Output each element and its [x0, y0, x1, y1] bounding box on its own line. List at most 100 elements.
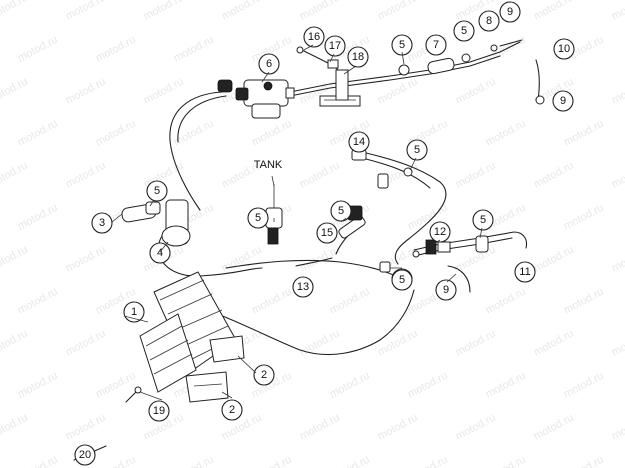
- watermark-text: motod.ru: [64, 76, 108, 107]
- watermark-text: motod.ru: [0, 244, 30, 275]
- callout-number: 2: [261, 369, 267, 381]
- callout-circle: [91, 212, 113, 234]
- callout-number: 5: [399, 274, 405, 286]
- callout-circle: [330, 200, 352, 222]
- callout-circle: [553, 38, 575, 60]
- watermark-text: motod.ru: [610, 160, 625, 191]
- watermark-text: motod.ru: [406, 454, 450, 468]
- callout-9a: 9: [499, 1, 521, 23]
- watermark-text: motod.ru: [16, 202, 60, 233]
- watermark-text: motod.ru: [16, 34, 60, 65]
- watermark-text: motod.ru: [532, 0, 576, 23]
- callout-circle: [425, 34, 447, 56]
- tank-fitting: [265, 184, 283, 245]
- watermark-text: motod.ru: [610, 76, 625, 107]
- callout-number: 4: [157, 247, 163, 259]
- callout-circle: [324, 35, 346, 57]
- callout-13: 13: [292, 276, 314, 298]
- callout-layer: 1223455555555567899910111213141516171819…: [74, 1, 575, 466]
- callout-number: 5: [480, 214, 486, 226]
- callout-number: 3: [99, 217, 105, 229]
- callout-number: 15: [321, 227, 333, 239]
- callout-4: 4: [149, 242, 171, 264]
- callout-5d: 5: [406, 139, 428, 161]
- callout-10: 10: [553, 38, 575, 60]
- callout-16: 16: [303, 26, 325, 48]
- callout-number: 13: [297, 281, 309, 293]
- callout-circle: [303, 26, 325, 48]
- tank-label: TANK: [254, 159, 283, 171]
- callout-number: 18: [352, 51, 364, 63]
- fuel-pump: [217, 79, 295, 119]
- callout-number: 19: [153, 405, 165, 417]
- callout-number: 9: [560, 95, 566, 107]
- watermark-text: motod.ru: [94, 34, 138, 65]
- watermark-text: motod.ru: [376, 328, 420, 359]
- watermark-text: motod.ru: [484, 454, 528, 468]
- callout-3: 3: [91, 212, 113, 234]
- watermark-text: motod.ru: [298, 412, 342, 443]
- callout-number: 5: [255, 212, 261, 224]
- callout-number: 5: [414, 144, 420, 156]
- callout-circle: [292, 276, 314, 298]
- watermark-text: motod.ru: [64, 0, 108, 23]
- watermark-text: motod.ru: [0, 160, 30, 191]
- watermark-text: motod.ru: [220, 244, 264, 275]
- callout-circle: [347, 46, 369, 68]
- callout-circle: [406, 139, 428, 161]
- callout-5c: 5: [330, 200, 352, 222]
- callout-2b: 2: [221, 399, 243, 421]
- callout-9c: 9: [552, 90, 574, 112]
- bracket-2: [185, 335, 245, 403]
- watermark-text: motod.ru: [94, 454, 138, 468]
- callout-number: 7: [433, 39, 439, 51]
- callout-number: 20: [79, 449, 91, 461]
- pin-16-17: [296, 46, 339, 69]
- callout-5g: 5: [453, 20, 475, 42]
- callout-circle: [478, 10, 500, 32]
- callout-14: 14: [348, 131, 370, 153]
- watermark-text: motod.ru: [562, 202, 606, 233]
- callout-18: 18: [347, 46, 369, 68]
- callout-circle: [247, 207, 269, 229]
- watermark-text: motod.ru: [250, 454, 294, 468]
- callout-circle: [435, 279, 457, 301]
- watermark-text: motod.ru: [64, 328, 108, 359]
- watermark-text: motod.ru: [610, 244, 625, 275]
- watermark-text: motod.ru: [376, 412, 420, 443]
- watermark-text: motod.ru: [610, 0, 625, 23]
- watermark-text: motod.ru: [220, 0, 264, 23]
- watermark-text: motod.ru: [454, 160, 498, 191]
- callout-circle: [253, 364, 275, 386]
- callout-9b: 9: [435, 279, 457, 301]
- callout-8: 8: [478, 10, 500, 32]
- watermark-text: motod.ru: [532, 328, 576, 359]
- callout-5i: 5: [391, 269, 413, 291]
- callout-number: 5: [338, 205, 344, 217]
- callout-number: 9: [443, 284, 449, 296]
- watermark-text: motod.ru: [454, 76, 498, 107]
- callout-circle: [146, 180, 168, 202]
- watermark-text: motod.ru: [0, 328, 30, 359]
- watermark-text: motod.ru: [532, 160, 576, 191]
- callout-19: 19: [148, 400, 170, 422]
- callout-number: 1: [131, 306, 137, 318]
- callout-circle: [316, 222, 338, 244]
- watermark-text: motod.ru: [376, 0, 420, 23]
- watermark-text: motod.ru: [142, 0, 186, 23]
- callout-circle: [148, 400, 170, 422]
- callout-15: 15: [316, 222, 338, 244]
- watermark-text: motod.ru: [16, 286, 60, 317]
- watermark-text: motod.ru: [328, 454, 372, 468]
- filter-7: [398, 39, 545, 105]
- callout-number: 16: [308, 31, 320, 43]
- callout-circle: [258, 53, 280, 75]
- connector-15: [338, 205, 366, 239]
- watermark-text: motod.ru: [532, 244, 576, 275]
- watermark-text: motod.ru: [16, 118, 60, 149]
- watermark-text: motod.ru: [0, 412, 30, 443]
- callout-circle: [391, 34, 413, 56]
- watermark-text: motod.ru: [298, 244, 342, 275]
- leader-lines: [111, 44, 483, 401]
